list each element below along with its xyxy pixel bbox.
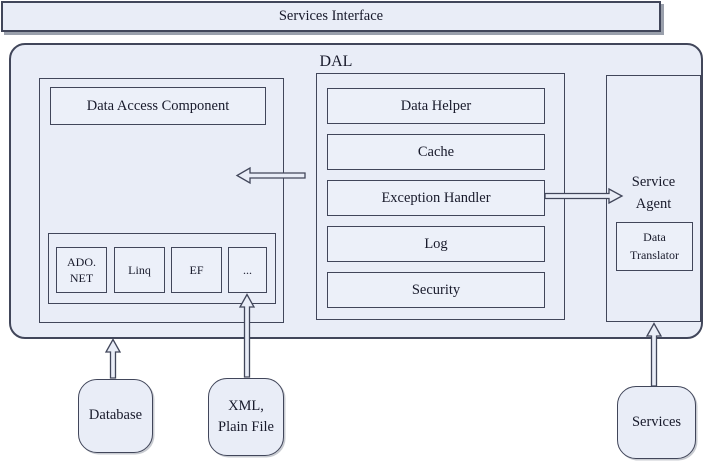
arrow-database-to-dal <box>104 338 122 379</box>
dal-label: DAL <box>319 53 353 70</box>
service-agent-label: Service Agent <box>631 174 676 212</box>
service-box-security: Security <box>327 272 545 308</box>
provider-box-ef: EF <box>171 247 222 293</box>
data-access-group <box>39 78 284 323</box>
database-node: Database <box>78 379 153 453</box>
provider-box-linq: Linq <box>114 247 165 293</box>
service-box-log: Log <box>327 226 545 262</box>
service-box-data-helper: Data Helper <box>327 88 545 124</box>
provider-box-more: ... <box>228 247 267 293</box>
provider-box-ado-net: ADO. NET <box>56 247 107 293</box>
services-interface-bar: Services Interface <box>1 1 661 32</box>
service-box-exception-handler: Exception Handler <box>327 180 545 216</box>
data-access-component-box: Data Access Component <box>50 87 266 125</box>
xml-plain-file-node: XML, Plain File <box>208 378 284 456</box>
providers-group <box>48 233 276 304</box>
data-translator-box: Data Translator <box>616 222 693 271</box>
services-node: Services <box>617 386 696 459</box>
service-box-cache: Cache <box>327 134 545 170</box>
